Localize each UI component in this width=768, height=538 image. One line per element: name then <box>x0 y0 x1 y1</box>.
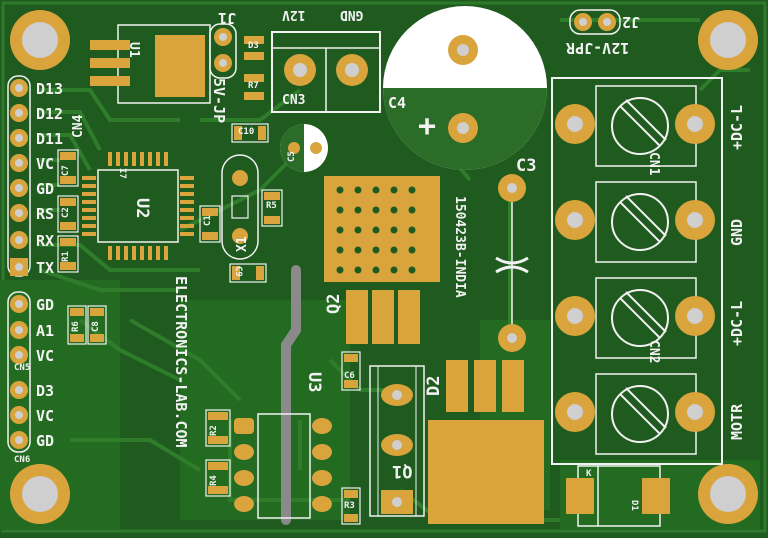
c7-label: C7 <box>61 165 71 176</box>
pin-label-tx: TX <box>36 259 55 277</box>
u3-label: U3 <box>304 372 324 393</box>
q1-transistor <box>369 365 425 517</box>
d3-r7-parts <box>244 36 264 100</box>
pin-label-vc: VC <box>36 155 55 173</box>
terminal-label-dc-l-2: +DC-L <box>728 300 746 346</box>
cn3-label: CN3 <box>282 93 306 108</box>
cn2-label: CN2 <box>646 340 661 364</box>
c2-label: C2 <box>61 207 71 218</box>
i7-label: I7 <box>117 168 127 179</box>
5v-jp-label: 5V-JP <box>210 78 228 124</box>
terminal-label-gnd: GND <box>728 218 746 246</box>
c4-capacitor <box>383 6 547 170</box>
gnd-top-label: GND <box>340 7 364 22</box>
terminal-label-dc-l-1: +DC-L <box>728 104 746 150</box>
pin-label-vc-2: VC <box>36 347 55 365</box>
d2-label: D2 <box>424 375 444 396</box>
d1-diode <box>566 465 670 527</box>
q2-transistor <box>324 176 440 344</box>
pin-label-gd: GD <box>36 180 55 198</box>
smd-parts <box>57 123 361 525</box>
c6-label: C6 <box>344 371 355 381</box>
cn6-label: CN6 <box>14 455 31 465</box>
c4-label: C4 <box>388 94 407 112</box>
pin-label-gd-3: GD <box>36 432 55 450</box>
j1-jumper <box>209 23 237 79</box>
12v-label: 12V <box>282 7 306 22</box>
x1-crystal <box>221 154 259 260</box>
r1-label: R1 <box>61 251 71 262</box>
brand-label: ELECTRONICS-LAB.COM <box>172 276 190 448</box>
j2-label: J2 <box>622 13 641 31</box>
pin-label-gd-2: GD <box>36 296 55 314</box>
c5-label: C5 <box>287 151 297 162</box>
c4-plus-label: + <box>418 109 437 144</box>
power-traces <box>281 265 301 525</box>
c8-label: C8 <box>91 321 101 332</box>
12v-jpr-label: 12V-JPR <box>566 39 630 57</box>
date-code-label: 150423B-INDIA <box>452 196 467 298</box>
c1-label: C1 <box>203 215 213 226</box>
d1-k-label: K <box>586 469 592 479</box>
pin-label-rx: RX <box>36 232 55 250</box>
d3-label: D3 <box>248 41 259 51</box>
c9-label: C9 <box>233 266 243 277</box>
q2-label: Q2 <box>324 293 344 314</box>
cn1-label: CN1 <box>646 152 661 176</box>
cn4-label: CN4 <box>71 114 86 138</box>
c5-capacitor <box>280 124 328 172</box>
left-header-pins <box>7 75 31 453</box>
pin-label-d3: D3 <box>36 382 55 400</box>
pin-label-rs: RS <box>36 205 55 223</box>
c3-capacitor <box>495 174 529 352</box>
cn5-label: CN5 <box>14 363 31 373</box>
x1-label: X1 <box>235 236 250 252</box>
mounting-holes <box>10 10 758 524</box>
motor-terminal-block <box>551 77 723 465</box>
j2-jumper <box>569 9 621 35</box>
j1-label: J1 <box>218 9 237 27</box>
pin-label-d13: D13 <box>36 80 64 98</box>
c3-label: C3 <box>516 156 537 176</box>
pin-label-d12: D12 <box>36 105 64 123</box>
u2-label: U2 <box>132 198 152 219</box>
r7-label: R7 <box>248 81 259 91</box>
u1-footprint <box>90 24 211 104</box>
pin-label-vc-3: VC <box>36 407 55 425</box>
pin-label-d11: D11 <box>36 130 64 148</box>
d2-diode <box>428 360 544 524</box>
cn3-terminal <box>271 31 381 113</box>
c10-label: C10 <box>238 127 255 137</box>
q1-label: Q1 <box>392 461 413 481</box>
terminal-label-motr: MOTR <box>728 403 746 440</box>
r2-label: R2 <box>209 425 219 436</box>
r4-label: R4 <box>209 475 219 486</box>
r3-label: R3 <box>344 501 355 511</box>
r5-label: R5 <box>266 201 277 211</box>
r6-label: R6 <box>71 321 81 332</box>
d1-label: D1 <box>629 500 639 511</box>
u2-chip <box>82 152 194 260</box>
u1-label: U1 <box>126 42 141 58</box>
u3-chip <box>234 413 332 519</box>
pin-label-a1: A1 <box>36 322 55 340</box>
